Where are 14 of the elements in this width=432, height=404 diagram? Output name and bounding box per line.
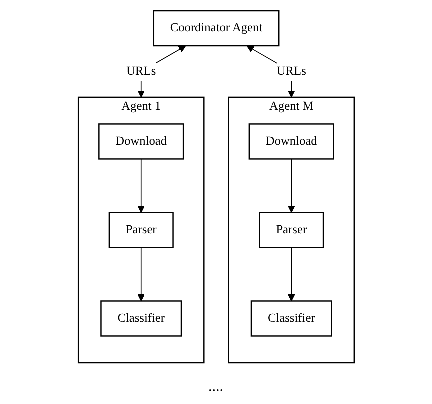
node-box: Parser [108, 212, 174, 248]
node-box: Download [98, 124, 184, 160]
node-box: Classifier [100, 300, 182, 337]
edge-label: URLs [276, 64, 306, 78]
arrow [288, 158, 295, 214]
arrow [288, 247, 295, 302]
label-text: .... [208, 378, 224, 396]
node-box: Coordinator Agent [152, 10, 280, 47]
arrow [137, 247, 144, 302]
arrow [137, 158, 144, 214]
node-box: Download [248, 124, 334, 160]
node-box: Parser [258, 212, 324, 248]
node-box: Classifier [250, 300, 332, 337]
edge-label: URLs [126, 64, 156, 78]
